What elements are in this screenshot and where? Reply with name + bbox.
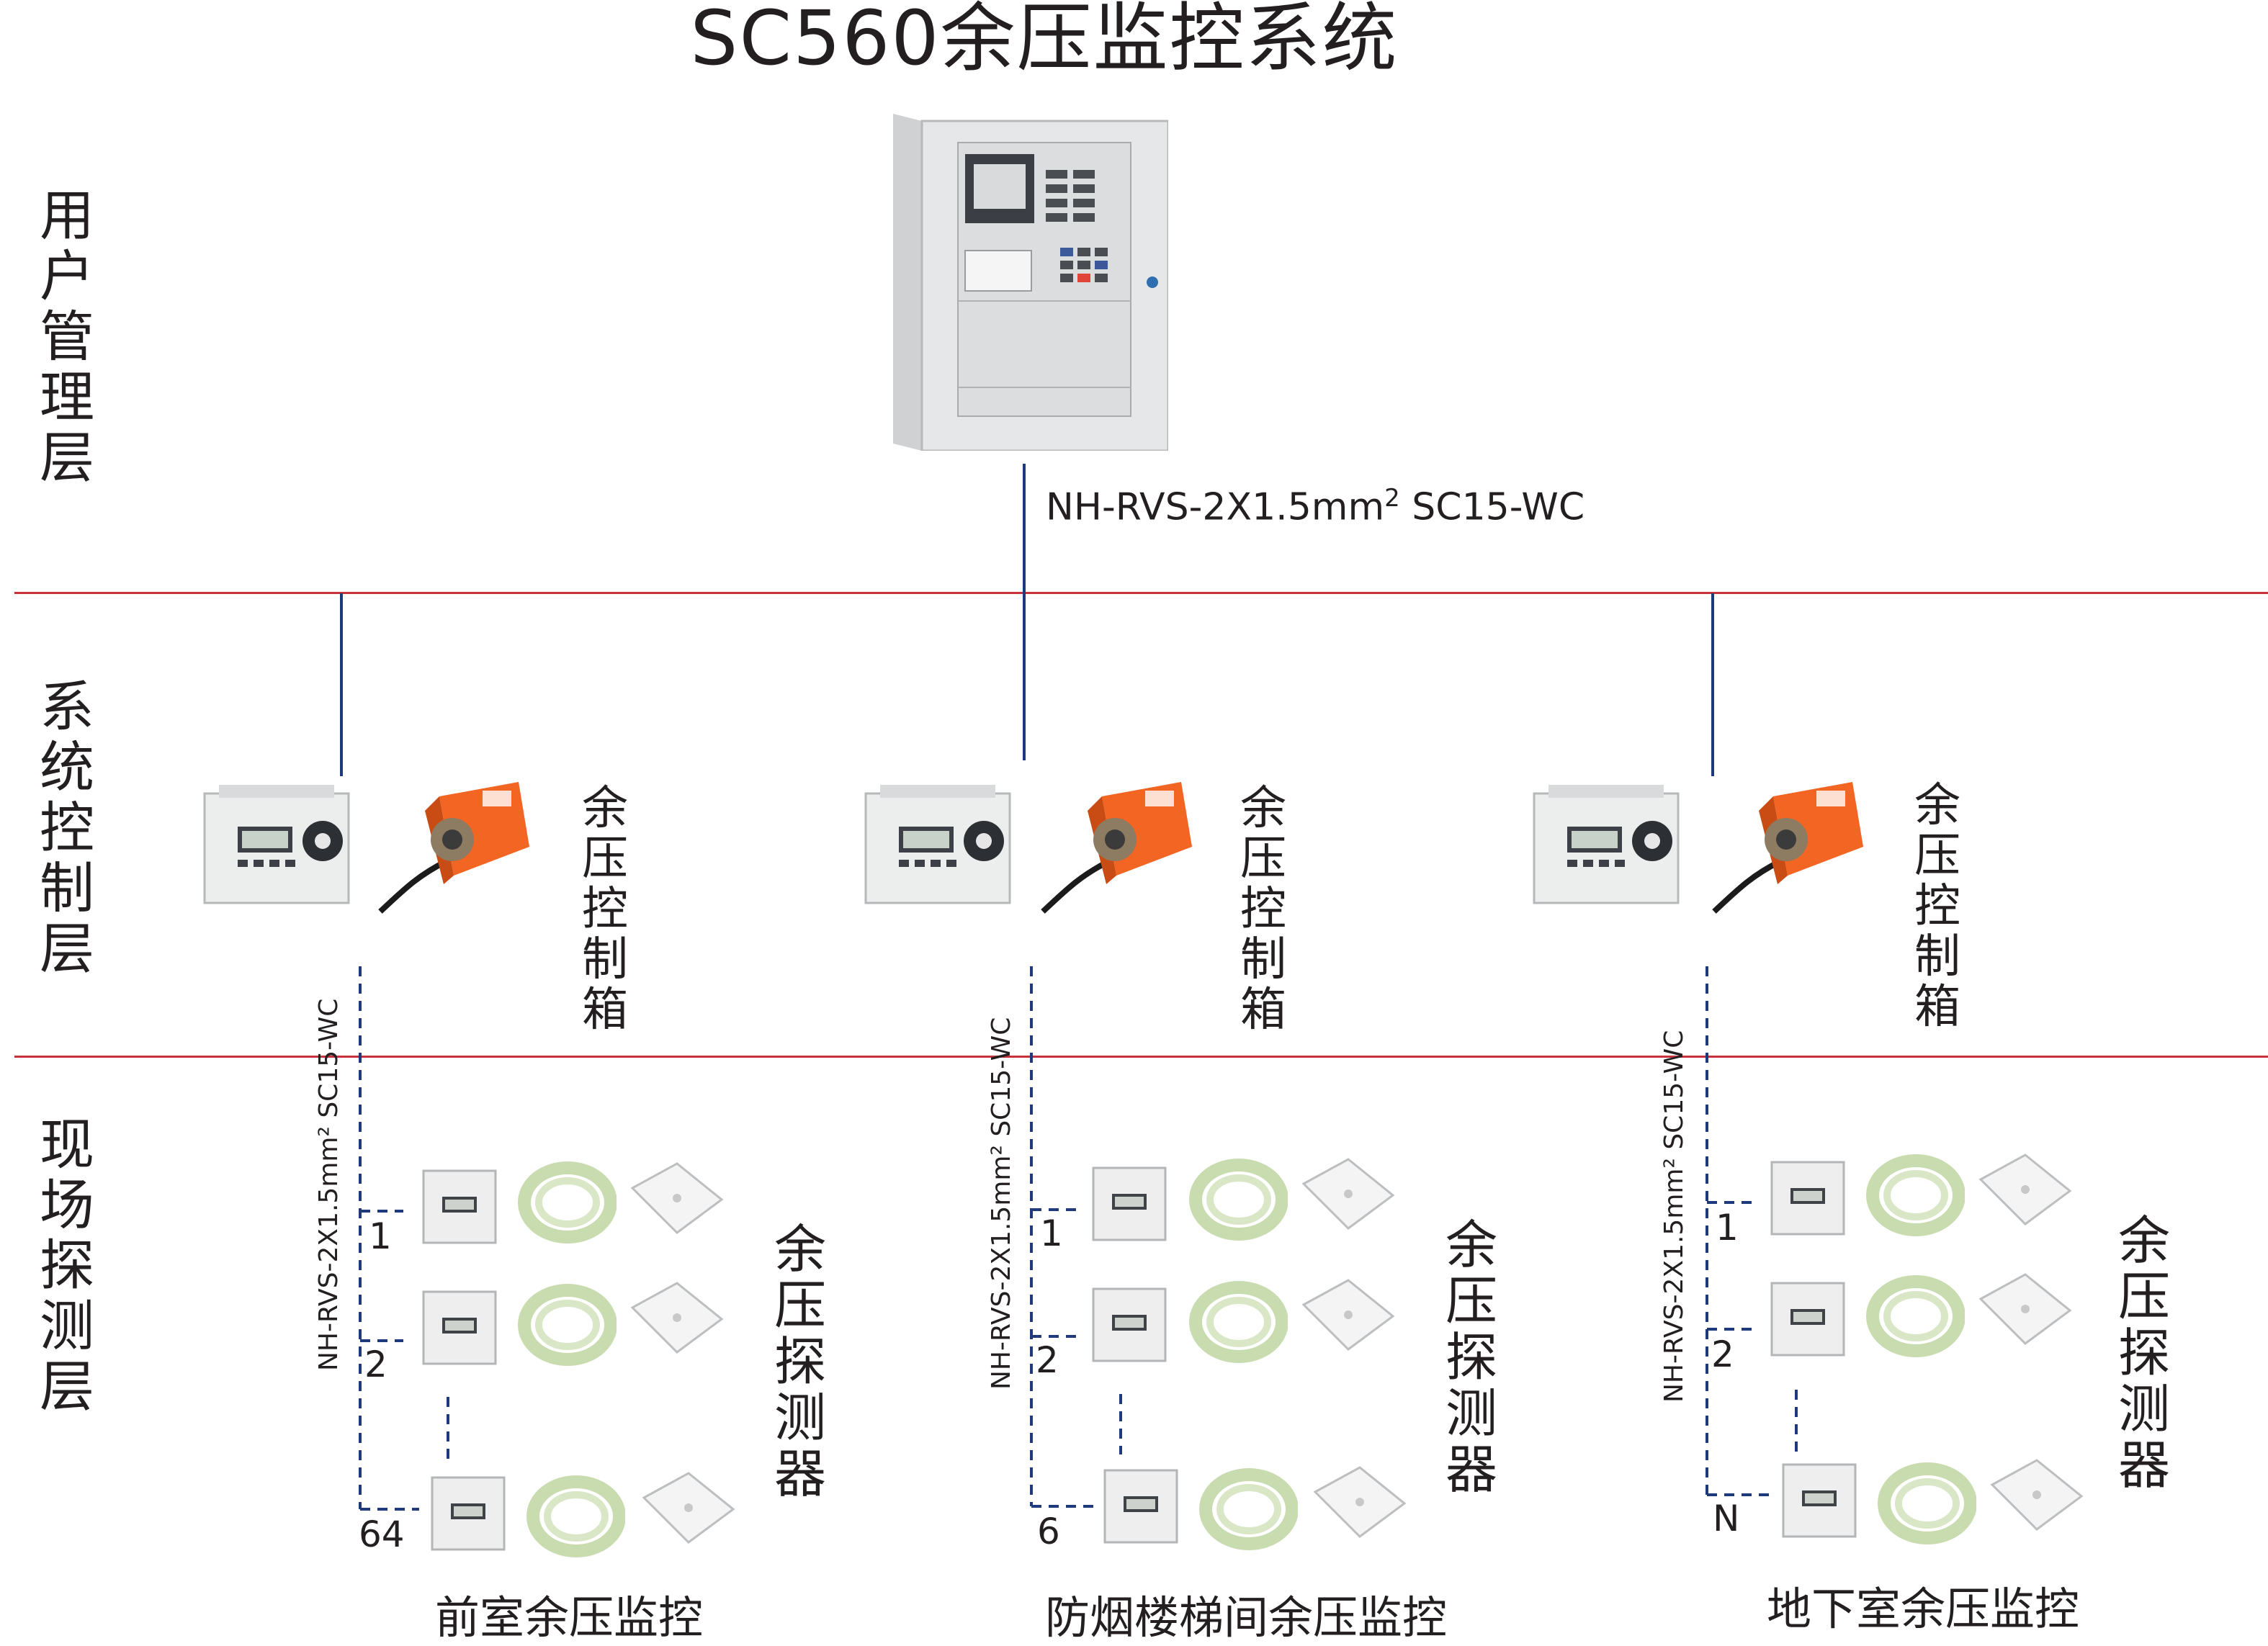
main-cable-label: NH-RVS-2X1.5mm2 SC15-WC bbox=[1046, 484, 1585, 529]
pressure-detector-icon bbox=[431, 1476, 506, 1551]
pressure-detector-icon bbox=[422, 1290, 497, 1365]
control-cabinet-icon bbox=[893, 114, 1168, 451]
detector-number-last: 64 bbox=[359, 1514, 405, 1555]
main-cable-superscript: 2 bbox=[1384, 484, 1400, 513]
damper-actuator-icon bbox=[1712, 782, 1863, 914]
detector-number-last: N bbox=[1713, 1498, 1740, 1539]
air-tube-icon bbox=[518, 1161, 617, 1244]
detector-number-1: 1 bbox=[1040, 1213, 1063, 1254]
sensor-plate-icon bbox=[642, 1472, 735, 1544]
control-box-label: 余压控制箱 bbox=[582, 782, 628, 1037]
air-tube-icon bbox=[1189, 1281, 1288, 1363]
control-module-icon bbox=[1533, 785, 1680, 904]
pressure-detector-icon bbox=[1770, 1282, 1845, 1357]
sensor-plate-icon bbox=[1978, 1273, 2072, 1345]
layer-label-field-detection: 现场探测层 bbox=[40, 1112, 94, 1418]
pressure-detector-icon bbox=[1103, 1469, 1178, 1544]
detector-label: 余压探测器 bbox=[1445, 1215, 1497, 1500]
sensor-plate-icon bbox=[1301, 1279, 1395, 1351]
detector-number-1: 1 bbox=[369, 1215, 392, 1257]
air-tube-icon bbox=[1878, 1462, 1976, 1544]
divider-line-bottom bbox=[14, 1056, 2268, 1058]
air-tube-icon bbox=[1199, 1468, 1298, 1550]
air-tube-icon bbox=[1189, 1159, 1288, 1241]
air-tube-icon bbox=[518, 1284, 617, 1366]
branch-cable-label: NH-RVS-2X1.5mm² SC15-WC bbox=[1659, 1030, 1689, 1403]
detector-number-last: 6 bbox=[1037, 1511, 1060, 1552]
branch-cable-label: NH-RVS-2X1.5mm² SC15-WC bbox=[987, 1017, 1016, 1390]
sensor-plate-icon bbox=[1978, 1153, 2072, 1225]
air-tube-icon bbox=[1866, 1154, 1965, 1236]
pressure-detector-icon bbox=[1092, 1287, 1167, 1362]
sensor-plate-icon bbox=[1990, 1459, 2084, 1531]
detector-label: 余压探测器 bbox=[2117, 1210, 2170, 1496]
damper-actuator-icon bbox=[378, 782, 529, 914]
layer-label-user-management: 用户管理层 bbox=[40, 184, 94, 490]
group-caption: 前室余压监控 bbox=[434, 1591, 703, 1644]
group-caption: 地下室余压监控 bbox=[1766, 1583, 2079, 1635]
pressure-detector-icon bbox=[1092, 1166, 1167, 1241]
sensor-plate-icon bbox=[1301, 1158, 1395, 1230]
detector-number-2: 2 bbox=[364, 1344, 387, 1385]
damper-actuator-icon bbox=[1041, 782, 1192, 914]
main-cable-tail: SC15-WC bbox=[1412, 485, 1585, 529]
main-cable-spec: NH-RVS-2X1.5mm bbox=[1046, 485, 1385, 529]
page-title: SC560余压监控系统 bbox=[690, 0, 1399, 82]
control-box-label: 余压控制箱 bbox=[1914, 779, 1960, 1034]
detector-label: 余压探测器 bbox=[774, 1219, 826, 1504]
sensor-plate-icon bbox=[1313, 1466, 1407, 1538]
branch-cable-label: NH-RVS-2X1.5mm² SC15-WC bbox=[314, 998, 344, 1371]
pressure-detector-icon bbox=[422, 1169, 497, 1244]
detector-number-2: 2 bbox=[1711, 1334, 1734, 1375]
air-tube-icon bbox=[526, 1475, 625, 1557]
pressure-detector-icon bbox=[1782, 1463, 1857, 1538]
detector-number-1: 1 bbox=[1716, 1207, 1739, 1249]
sensor-plate-icon bbox=[630, 1162, 724, 1234]
layer-label-system-control: 系统控制层 bbox=[40, 675, 94, 981]
detector-number-2: 2 bbox=[1036, 1339, 1059, 1381]
sensor-plate-icon bbox=[630, 1282, 724, 1354]
group-caption: 防烟楼梯间余压监控 bbox=[1044, 1591, 1447, 1644]
air-tube-icon bbox=[1866, 1275, 1965, 1357]
control-box-label: 余压控制箱 bbox=[1240, 782, 1286, 1037]
pressure-detector-icon bbox=[1770, 1161, 1845, 1236]
divider-line-top bbox=[14, 592, 2268, 594]
control-module-icon bbox=[864, 785, 1011, 904]
control-module-icon bbox=[203, 785, 350, 904]
